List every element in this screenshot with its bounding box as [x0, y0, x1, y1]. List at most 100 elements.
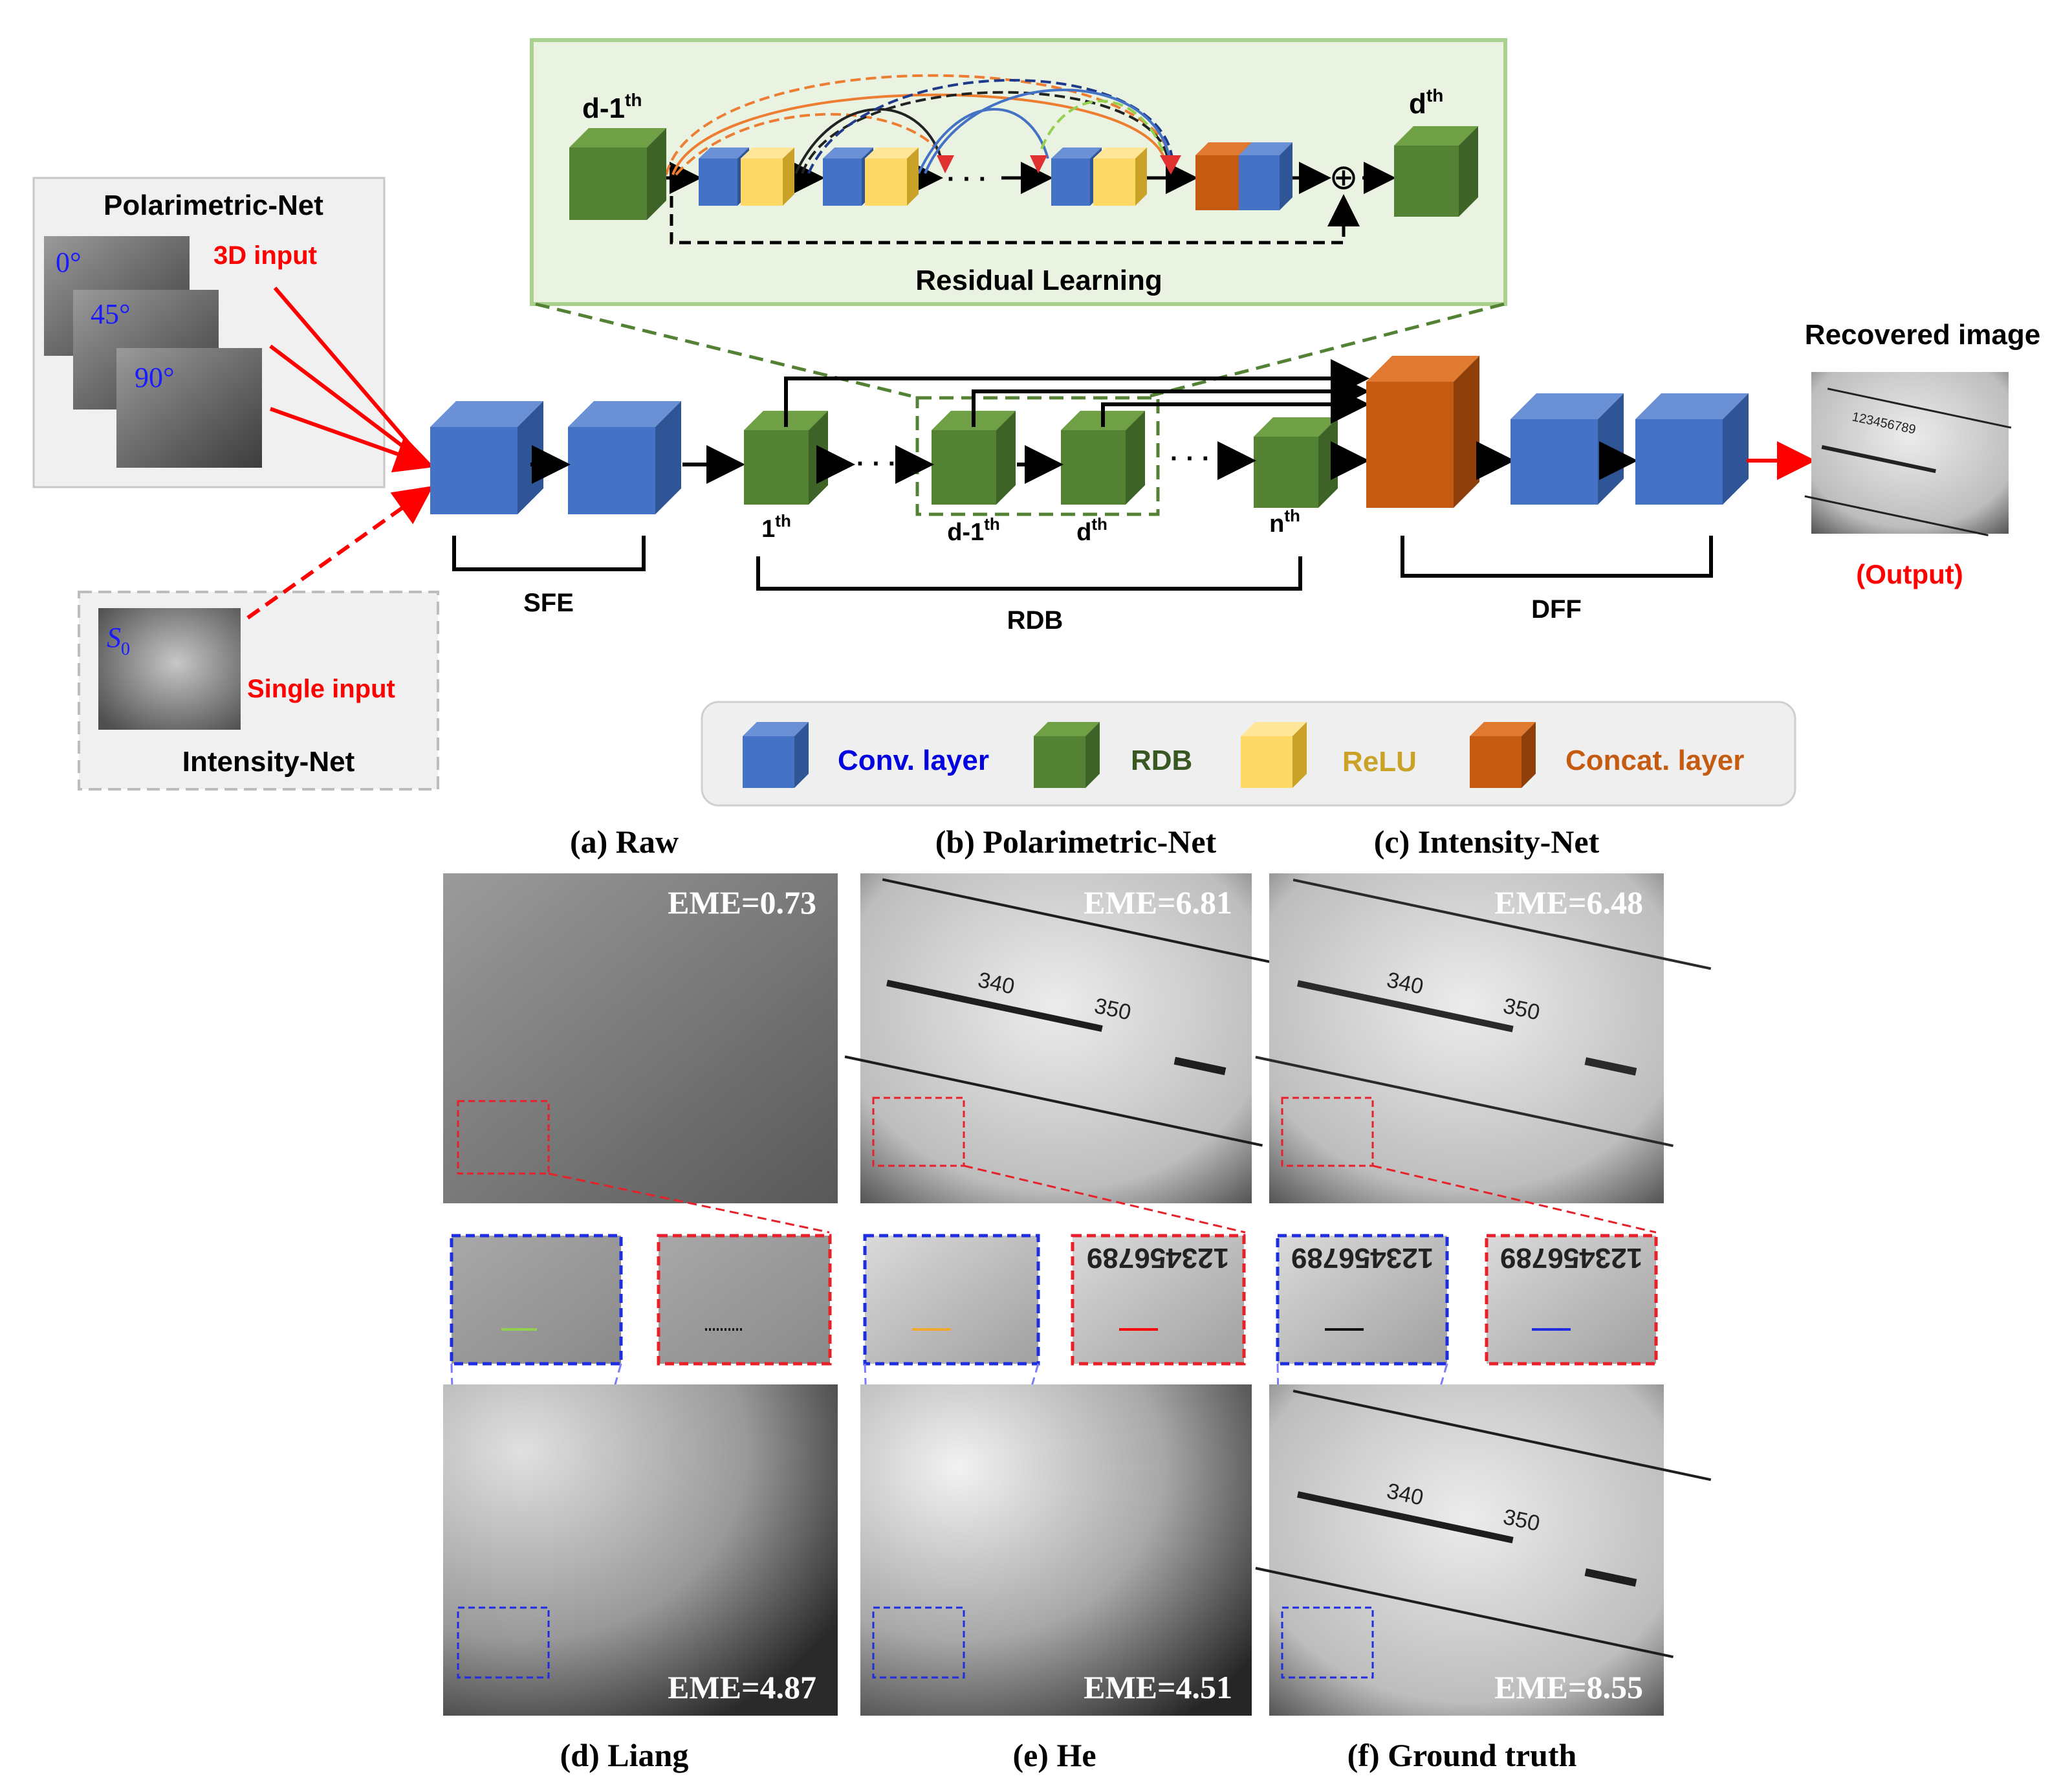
inset-red-c: 123456789: [1485, 1234, 1658, 1366]
rdb-output-cube: [1394, 126, 1478, 217]
legend-relu-cube-icon: [1241, 722, 1307, 788]
sfe-conv-cube-1: [430, 401, 543, 514]
relu-cube-detail-3: [1093, 148, 1147, 206]
inset-blue-a: [450, 1234, 623, 1366]
ground-truth-roi-box: [1281, 1606, 1374, 1679]
rdb-label: RDB: [1007, 606, 1063, 635]
rdb-n-label: nth: [1269, 506, 1300, 538]
liang-result-image: EME=4.87: [443, 1384, 838, 1716]
legend-relu-label: ReLU: [1342, 746, 1417, 778]
arrow-90deg: [269, 407, 435, 473]
caption-ground-truth: (f) Ground truth: [1347, 1737, 1577, 1773]
rdb-detail-cubes: [569, 126, 1478, 220]
rdb-input-cube: [569, 128, 666, 220]
dff-conv-cube-1: [1510, 393, 1624, 505]
relu-cube-detail-1: [741, 148, 794, 206]
angle-label-45: 45°: [91, 298, 131, 330]
dense-arc-orange-2: [675, 113, 946, 176]
ground-truth-image: 340 350 EME=8.55: [1255, 1384, 1712, 1716]
caption-intensity: (c) Intensity-Net: [1374, 824, 1600, 860]
arc-head-3: [1160, 155, 1181, 175]
rdb-cube-n: [1254, 417, 1338, 508]
three-d-input-label: 3D input: [213, 241, 317, 270]
main-pipeline: · · · · · · Recovered image 123456789 (O…: [430, 319, 2040, 635]
zoom-connector-right: [1150, 302, 1505, 398]
eme-intensity: EME=6.48: [1494, 884, 1643, 921]
inset-digits-b: 123456789: [1087, 1242, 1229, 1274]
dense-arc-blue-1: [917, 107, 1049, 174]
rdb-1-label: 1th: [761, 511, 791, 543]
zoom-connector-left: [535, 302, 911, 398]
legend: Conv. layer RDB ReLU Concat. layer: [701, 701, 1796, 807]
polarimetric-input-panel: Polarimetric-Net 0° 45° 90° 3D input: [32, 177, 386, 488]
inset-digits-c-red: 123456789: [1500, 1242, 1642, 1274]
rdb-detail-panel: d-1th dth Residual Learning · · · ⊕: [530, 38, 1507, 398]
legend-rdb-label: RDB: [1131, 745, 1192, 776]
arrow-single-input: [246, 486, 433, 620]
red-connector-c: [1372, 1164, 1657, 1234]
angle-label-0: 0°: [56, 246, 82, 278]
dense-arc-blue-2: [924, 88, 1171, 174]
legend-conv-cube-icon: [743, 722, 809, 788]
dense-arc-green: [1040, 100, 1166, 156]
rdb-zoom-box: [915, 396, 1160, 516]
s0-image: [98, 608, 241, 730]
liang-roi-box: [457, 1606, 550, 1679]
results-grid: (a) Raw (b) Polarimetric-Net (c) Intensi…: [443, 824, 1712, 1773]
legend-concat-cube-icon: [1470, 722, 1536, 788]
rdb-bracket: [756, 556, 1302, 591]
inset-blue-c: 123456789: [1276, 1234, 1449, 1366]
raw-image: EME=0.73: [443, 873, 838, 1203]
intensity-roi-box: [1281, 1097, 1374, 1167]
angle-image-90: [116, 348, 262, 468]
sfe-conv-cube-2: [568, 401, 681, 514]
dff-bracket: [1401, 536, 1713, 578]
caption-polarimetric: (b) Polarimetric-Net: [935, 824, 1217, 860]
residual-learning-caption: Residual Learning: [915, 265, 1162, 296]
sum-symbol: ⊕: [1329, 158, 1358, 197]
dense-arc-black-2: [801, 91, 1169, 174]
inset-blue-b: [863, 1234, 1040, 1366]
legend-conv-label: Conv. layer: [838, 745, 989, 776]
single-input-label: Single input: [247, 675, 395, 703]
caption-he: (e) He: [1012, 1737, 1096, 1773]
inset-digits-c-blue: 123456789: [1291, 1242, 1434, 1274]
output-label: (Output): [1856, 559, 1963, 589]
inset-red-a: [657, 1234, 832, 1366]
s0-label: S0: [107, 622, 130, 659]
arc-head-2: [1030, 155, 1047, 173]
red-connector-a: [548, 1172, 830, 1234]
rdb-cube-d-1: [932, 411, 1016, 505]
legend-concat-label: Concat. layer: [1565, 745, 1744, 776]
rdb-d-1-label: d-1th: [947, 514, 1000, 546]
dense-arc-orange-1: [671, 93, 1166, 175]
he-result-image: EME=4.51: [860, 1384, 1252, 1716]
he-roi-box: [872, 1606, 965, 1679]
sfe-label: SFE: [523, 589, 574, 617]
rdb-detail-right-label: dth: [1409, 85, 1443, 120]
arc-head-1: [937, 155, 954, 173]
eme-ground-truth: EME=8.55: [1494, 1669, 1643, 1705]
rdb-cube-1: [744, 411, 828, 505]
rdb-detail-dots: · · ·: [947, 165, 987, 193]
dff-conv-cube-2: [1635, 393, 1749, 505]
rdb-detail-left-label: d-1th: [582, 90, 642, 124]
eme-he: EME=4.51: [1084, 1669, 1232, 1705]
rdb-d-label: dth: [1076, 514, 1107, 546]
caption-raw: (a) Raw: [570, 824, 679, 860]
skip-line-rdb-1: [784, 359, 1369, 427]
concat-cube-main: [1366, 356, 1479, 508]
eme-raw: EME=0.73: [668, 884, 816, 921]
raw-roi-box: [457, 1100, 550, 1175]
red-connector-b: [963, 1164, 1246, 1234]
polarimetric-net-title: Polarimetric-Net: [104, 190, 323, 221]
polarimetric-result-image: 340 350 EME=6.81: [844, 873, 1301, 1203]
skip-line-rdb-d: [1101, 385, 1369, 427]
relu-cube-detail-2: [865, 148, 919, 206]
rdb-cube-d: [1061, 411, 1145, 505]
skip-line-rdb-d-1: [972, 372, 1369, 427]
legend-rdb-cube-icon: [1034, 722, 1100, 788]
sfe-bracket: [452, 536, 646, 571]
residual-skip-path: [670, 178, 1360, 245]
